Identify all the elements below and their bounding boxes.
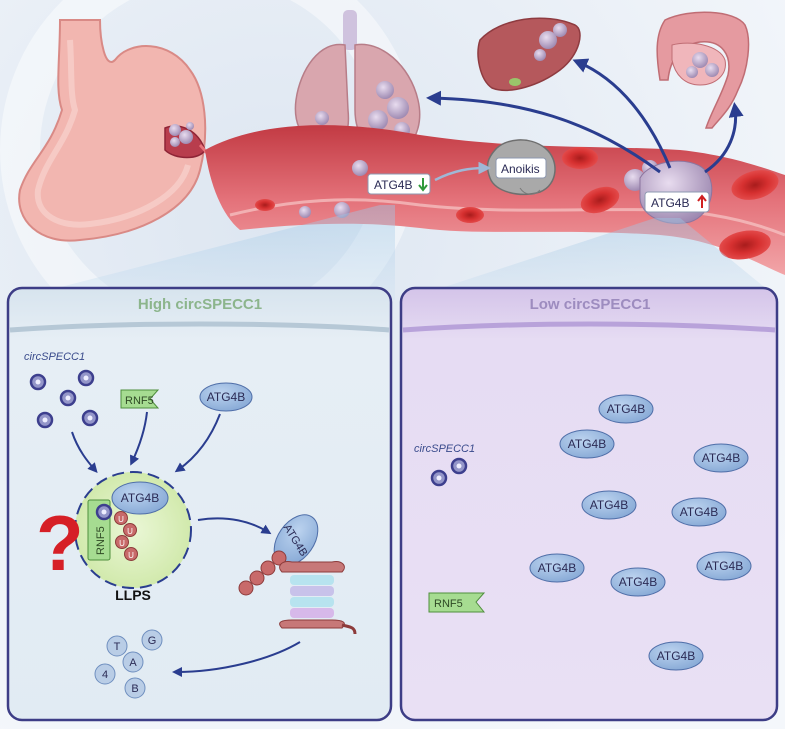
right-atg4b-group: ATG4B ATG4B ATG4B ATG4B ATG4B ATG4B ATG4B ATG4B… — [529, 394, 752, 671]
red-blood-cells — [255, 147, 779, 260]
arrow-to-lungs — [426, 90, 661, 174]
arrow-to-fragments — [172, 641, 301, 677]
anoikis-label-box — [495, 157, 547, 179]
right-panel-title: Low circSPECC1 — [530, 296, 651, 313]
arrow-to-liver — [572, 58, 672, 169]
top-illustration: ATG4B Anoikis ATG4B — [10, 10, 785, 300]
ub-label: U — [127, 527, 133, 536]
intestine-illustration — [656, 11, 750, 129]
atg4b-protein — [696, 551, 752, 581]
ub-label: U — [118, 515, 124, 524]
atg4b-label: ATG4B — [607, 402, 645, 416]
atg4b-label: ATG4B — [702, 451, 740, 465]
atg4b-protein — [693, 443, 749, 473]
left-panel: High circSPECC1 circSPECC1 RNF5 ATG4B RN… — [6, 286, 393, 722]
atg4b-protein — [581, 490, 637, 520]
arrow-to-intestine — [704, 102, 744, 174]
arrow-up-icon — [697, 194, 707, 208]
condensate-atg4b-label: ATG4B — [121, 491, 159, 505]
arrow-atg4b-to-llps — [174, 413, 221, 473]
condensate-atg4b — [111, 481, 169, 515]
arrow-to-anoikis — [434, 161, 491, 182]
proteasome: ATG4B — [238, 514, 357, 635]
left-circ-label: circSPECC1 — [24, 351, 85, 363]
atg4b-protein — [598, 394, 654, 424]
rnf5-tag — [120, 389, 160, 409]
fragment-label: B — [131, 683, 138, 695]
llps-label: LLPS — [115, 587, 151, 603]
atg4b-down-label: ATG4B — [374, 178, 412, 192]
atg4b-label: ATG4B — [680, 505, 718, 519]
atg4b-protein — [559, 429, 615, 459]
arrow-rnf5-to-llps — [130, 411, 148, 466]
atg4b-protein — [529, 553, 585, 583]
atg4b-label: ATG4B — [538, 561, 576, 575]
beam-left — [10, 205, 395, 300]
atg4b-label: ATG4B — [619, 575, 657, 589]
condensate-rnf5-label: RNF5 — [95, 526, 107, 555]
peptide-fragments: T G A 4 B — [94, 629, 163, 699]
atg4b-protein — [648, 641, 704, 671]
atg4b-label: ATG4B — [207, 390, 245, 404]
left-panel-title: High circSPECC1 — [138, 296, 262, 313]
fragment-label: T — [114, 641, 121, 653]
atg4b-protein — [610, 567, 666, 597]
right-panel: Low circSPECC1 circSPECC1 RNF5 ATG4BATG4… — [399, 286, 779, 722]
atg4b-label: ATG4B — [657, 649, 695, 663]
arrow-down-icon — [418, 178, 428, 192]
ub-label: U — [128, 551, 134, 560]
circrna-cluster-left — [29, 369, 99, 429]
fragment-label: 4 — [102, 669, 108, 681]
rnf5-label: RNF5 — [125, 395, 154, 407]
right-circ-label: circSPECC1 — [414, 443, 475, 455]
beam-right — [405, 218, 780, 300]
blood-vessel — [205, 125, 785, 275]
fragment-label: G — [148, 635, 157, 647]
liver-illustration — [477, 17, 581, 92]
right-rnf5-tag — [428, 592, 486, 613]
ub-label: U — [119, 539, 125, 548]
ubiquitin-chain: U U U U — [114, 511, 138, 561]
arrow-to-proteasome — [197, 517, 272, 535]
fragment-label: A — [129, 657, 137, 669]
question-mark: ? — [36, 499, 84, 587]
atg4b-label: ATG4B — [705, 559, 743, 573]
arrow-circ-to-llps — [71, 431, 98, 474]
atg4b-protein — [671, 497, 727, 527]
atg4b-label: ATG4B — [568, 437, 606, 451]
atg4b-up-label: ATG4B — [651, 196, 689, 210]
atg4b-protein — [199, 382, 253, 412]
anoikis-label: Anoikis — [501, 162, 540, 176]
atg4b-down-label-box — [367, 173, 431, 195]
atg4b-up-label-box — [644, 191, 710, 213]
right-rnf5-label: RNF5 — [434, 598, 463, 610]
atg4b-label: ATG4B — [590, 498, 628, 512]
